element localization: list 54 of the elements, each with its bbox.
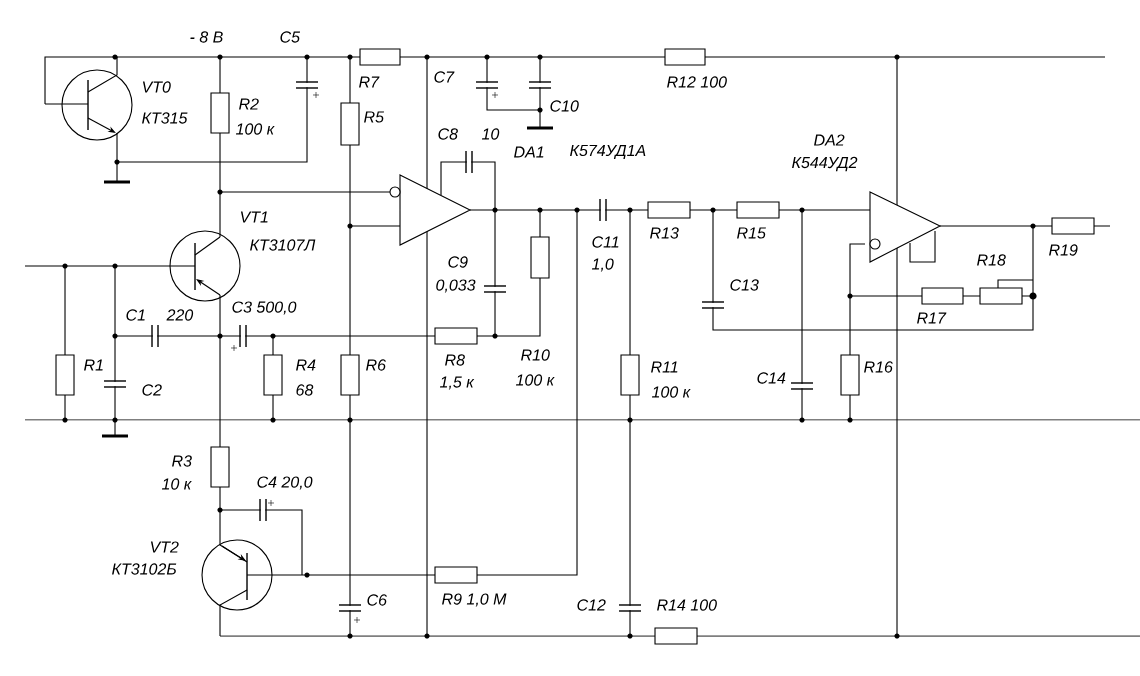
component-label: 220 xyxy=(166,309,194,321)
component-label: C11 xyxy=(592,236,619,248)
component-label: R13 xyxy=(650,227,679,239)
component-label: C12 xyxy=(577,599,606,611)
component-label: C4 20,0 xyxy=(257,476,313,490)
component-label: КТ3107Л xyxy=(250,239,316,251)
component-label: К574УД1А xyxy=(570,144,646,160)
component-label: КТ315 xyxy=(142,112,188,124)
component-label: 68 xyxy=(296,384,314,396)
component-label: C1 xyxy=(126,309,145,321)
component-label: C2 xyxy=(142,384,162,396)
component-label: R1 xyxy=(84,359,103,371)
component-label: DA2 xyxy=(814,134,845,146)
component-label: R10 xyxy=(521,349,550,361)
component-label: C8 xyxy=(438,128,458,140)
component-label: 100 к xyxy=(651,386,691,398)
component-label: C3 500,0 xyxy=(232,301,297,315)
component-label: - 8 В xyxy=(190,31,223,43)
component-label: 1,0 xyxy=(591,258,614,272)
component-label: 10 к xyxy=(161,478,192,490)
component-label: C7 xyxy=(434,71,455,83)
component-label: R9 1,0 М xyxy=(442,593,507,607)
component-label: R18 xyxy=(977,254,1006,266)
component-label: R16 xyxy=(864,361,893,373)
component-label: R6 xyxy=(366,359,386,371)
component-label: C6 xyxy=(367,594,387,606)
component-label: C10 xyxy=(550,100,579,112)
component-label: 1,5 к xyxy=(439,376,475,390)
component-label: 0,033 xyxy=(436,279,476,293)
component-label: DA1 xyxy=(514,146,544,158)
component-label: R7 xyxy=(359,76,380,88)
component-label: R14 100 xyxy=(657,599,717,611)
component-label: 100 к xyxy=(515,374,555,386)
component-label: R17 xyxy=(917,312,947,324)
component-label: R15 xyxy=(737,227,766,239)
component-label: КТ3102Б xyxy=(112,563,177,575)
component-label: C13 xyxy=(730,279,759,291)
component-label: К544УД2 xyxy=(792,156,858,172)
component-label: 10 xyxy=(481,128,500,140)
component-label: R4 xyxy=(296,359,316,371)
component-label: VT0 xyxy=(142,81,171,93)
component-label: 100 к xyxy=(235,123,275,135)
component-label: C5 xyxy=(280,31,301,43)
component-label: VT2 xyxy=(150,541,179,553)
component-label: R2 xyxy=(239,98,259,110)
component-label: VT1 xyxy=(240,211,268,223)
component-label: R11 xyxy=(651,361,678,373)
component-label: R12 100 xyxy=(667,76,727,88)
component-label: R19 xyxy=(1049,244,1078,256)
component-label: C9 xyxy=(448,256,468,268)
component-label: R5 xyxy=(364,111,385,123)
component-label: R3 xyxy=(172,455,192,467)
component-label: R8 xyxy=(445,354,465,366)
component-label: C14 xyxy=(757,372,786,384)
